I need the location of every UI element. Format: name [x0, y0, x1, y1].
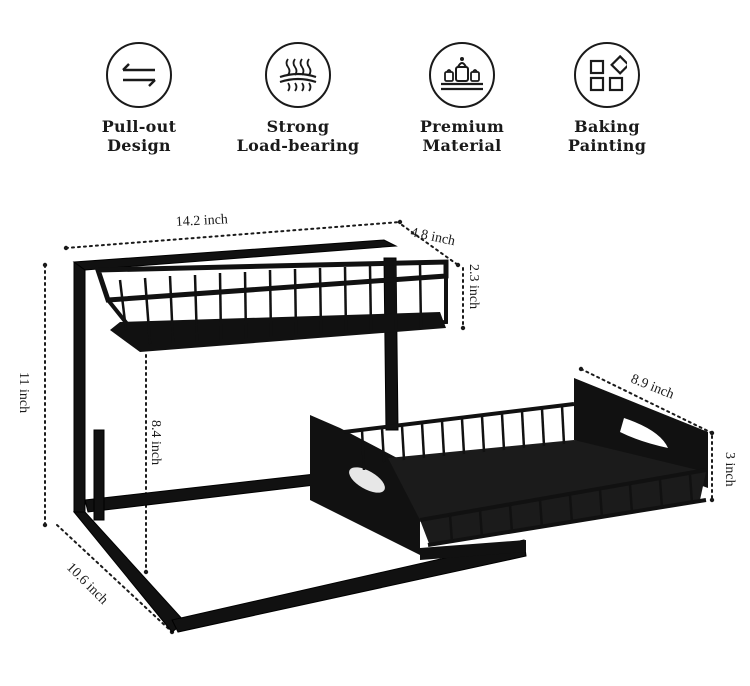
- premium-material-icon: [429, 42, 495, 108]
- load-bearing-waves-icon: [265, 42, 331, 108]
- pull-out-drawer: [310, 378, 708, 560]
- feature-load-bearing: Strong Load-bearing: [223, 42, 373, 155]
- dim-drawer-depth-label: 8.9 inch: [629, 372, 676, 403]
- dim-gap-height-label: 8.4 inch: [148, 420, 163, 465]
- feature-row: Pull-out Design Strong Load-bearing: [0, 0, 750, 170]
- pull-out-arrows-icon: [106, 42, 172, 108]
- dim-drawer-height-label: 3 inch: [722, 452, 737, 487]
- top-basket: [94, 259, 449, 352]
- feature-baking-painting: Baking Painting: [532, 42, 682, 155]
- dim-top-depth-label: 4.8 inch: [409, 225, 456, 249]
- feature-premium-material: Premium Material: [387, 42, 537, 155]
- feature-label: Pull-out Design: [101, 117, 177, 155]
- dim-total-height-label: 11 inch: [16, 372, 31, 413]
- dim-base-depth-label: 10.6 inch: [63, 560, 110, 607]
- feature-pull-out: Pull-out Design: [64, 42, 214, 155]
- baking-painting-shapes-icon: [574, 42, 640, 108]
- feature-label: Premium Material: [419, 117, 505, 155]
- dim-width-label: 14.2 inch: [175, 212, 228, 230]
- feature-label: Strong Load-bearing: [236, 117, 360, 155]
- dim-top-height-label: 2.3 inch: [466, 264, 481, 309]
- feature-label: Baking Painting: [567, 117, 647, 155]
